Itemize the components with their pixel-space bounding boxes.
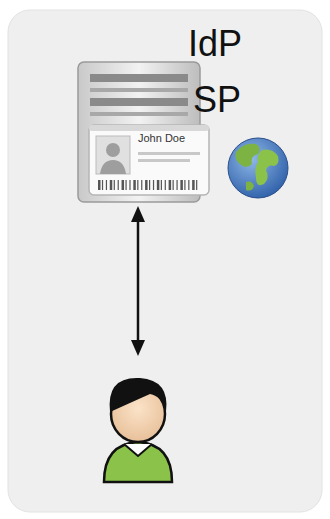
card-name: John Doe: [138, 132, 185, 145]
globe-icon: [228, 138, 288, 198]
panel: [8, 10, 322, 512]
heading-label: IdP: [188, 26, 242, 62]
heading-label: SP: [193, 82, 241, 118]
id-card: John Doe: [88, 124, 210, 196]
user-icon: [104, 378, 172, 482]
double-arrow: [131, 206, 145, 356]
